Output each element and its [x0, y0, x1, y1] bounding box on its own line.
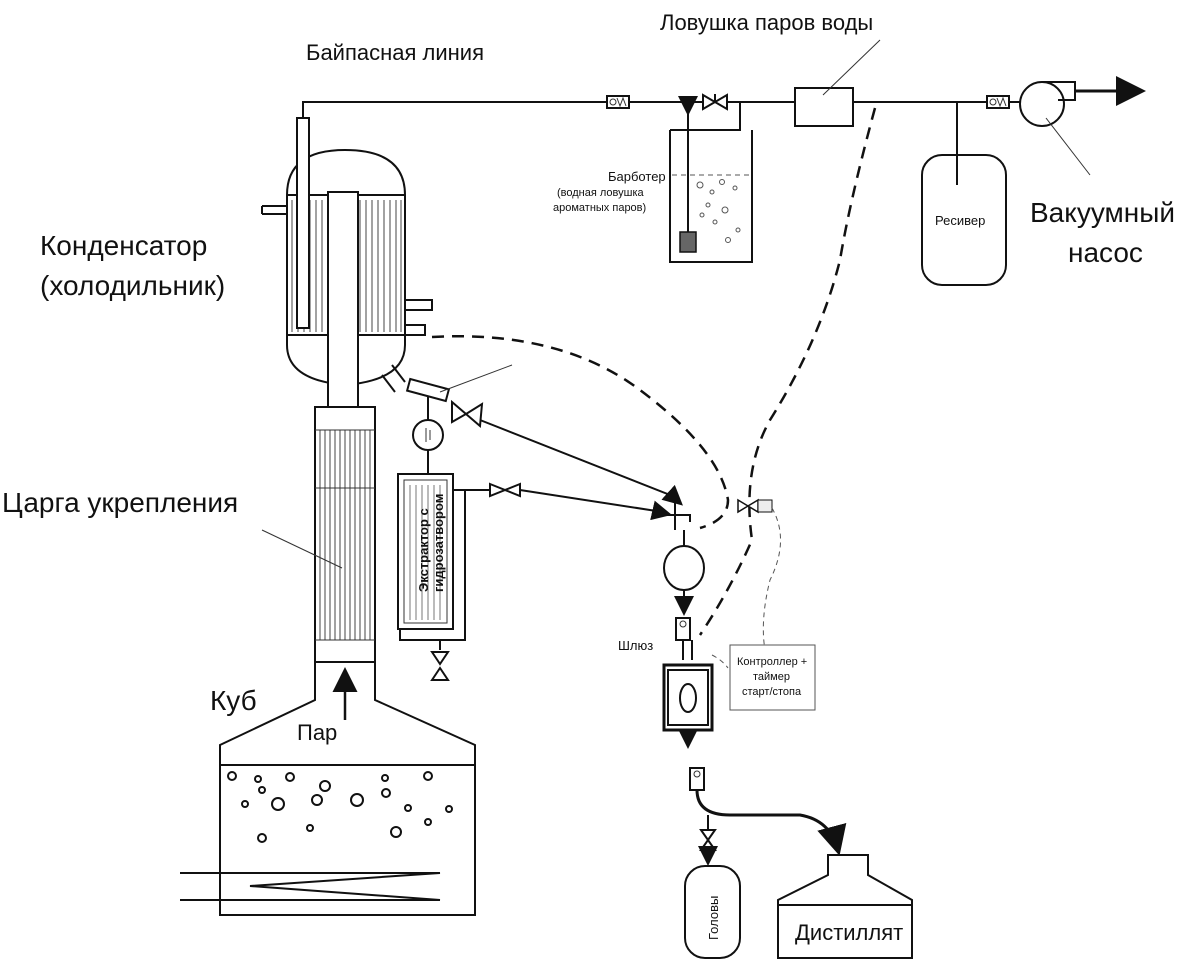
column: [261, 406, 376, 663]
output-line: [689, 767, 847, 866]
boiler: [180, 662, 476, 916]
extractor: [397, 473, 672, 681]
bubbler: [669, 96, 753, 263]
condenser: [261, 117, 433, 408]
controller-label-3: старт/стопа: [742, 686, 802, 698]
solenoid-valve-icon: [737, 498, 781, 651]
water-trap: [794, 39, 881, 127]
water-trap-label: Ловушка паров воды: [660, 10, 873, 35]
check-valve-icon: [606, 95, 630, 109]
collector-flask: [663, 500, 705, 616]
vacuum-pump-label-2: насос: [1068, 237, 1143, 268]
bubbler-label: Барботер: [608, 169, 666, 184]
controller-box: [729, 644, 816, 711]
dashed-vacuum-line: [698, 107, 877, 636]
lock: [662, 617, 729, 749]
dashed-return-line: [431, 335, 730, 530]
extractor-label-1: Экстрактор с: [416, 508, 431, 592]
receiver-label: Ресивер: [935, 213, 985, 228]
bubbler-note-2: ароматных паров): [553, 202, 646, 214]
steam-label: Пар: [297, 720, 337, 745]
distillate-vessel: [777, 854, 913, 959]
condenser-label-2: (холодильник): [40, 270, 225, 301]
lock-label: Шлюз: [618, 638, 653, 653]
controller-label-1: Контроллер +: [737, 656, 807, 668]
vacuum-pump-label-1: Вакуумный: [1030, 197, 1175, 228]
boiler-label: Куб: [210, 685, 257, 716]
heads-vessel: [684, 865, 741, 959]
controller-label-2: таймер: [753, 671, 790, 683]
bypass-line: [302, 101, 1025, 120]
condenser-label-1: Конденсатор: [40, 230, 207, 261]
column-label: Царга укрепления: [2, 487, 238, 518]
bubbler-note-1: (водная ловушка: [557, 187, 645, 199]
takeoff-line: [405, 364, 683, 506]
bypass-valve-icon: [702, 93, 728, 111]
distillate-label: Дистиллят: [795, 920, 903, 945]
pump-check-valve-icon: [986, 95, 1010, 109]
extractor-label-2: гидрозатвором: [431, 494, 446, 592]
vacuum-pump-icon: [1019, 76, 1146, 176]
heads-label: Головы: [706, 896, 721, 940]
bypass-label: Байпасная линия: [306, 40, 484, 65]
receiver: [921, 102, 1007, 286]
